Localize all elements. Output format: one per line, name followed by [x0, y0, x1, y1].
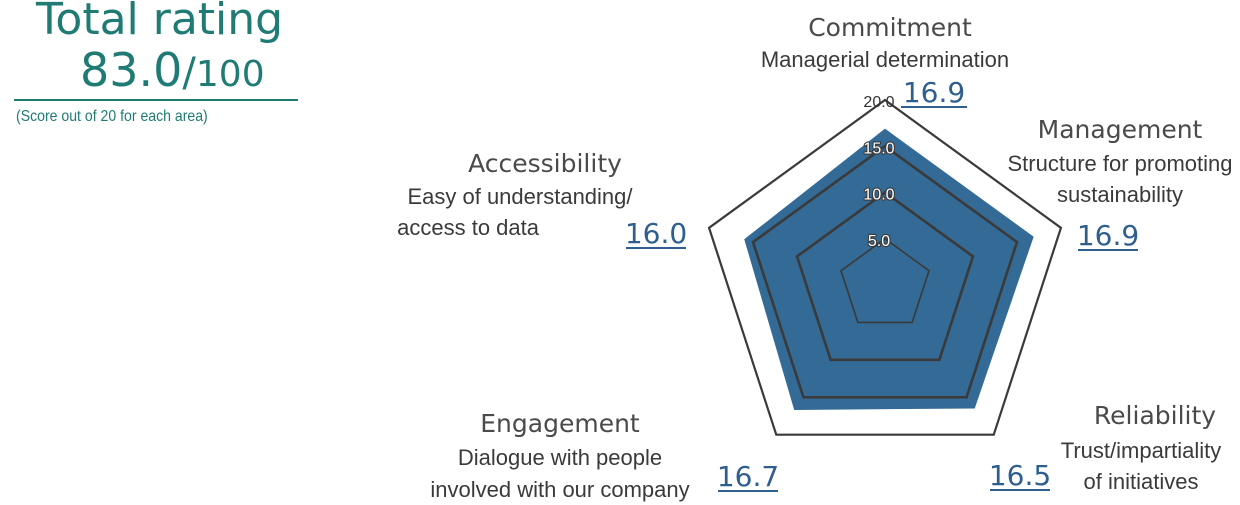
- axis-label-engagement: Engagement: [480, 409, 640, 438]
- axis-label-commitment: Commitment: [808, 13, 972, 42]
- total-rating-divider: [14, 99, 298, 101]
- tick-label: 15.0: [863, 140, 894, 157]
- total-score-slash: /: [182, 50, 196, 96]
- axis-description-reliability: Trust/impartiality: [1061, 438, 1222, 463]
- axis-description-engagement: involved with our company: [430, 477, 689, 502]
- axis-score-accessibility: 16.0: [625, 217, 687, 250]
- axis-label-accessibility: Accessibility: [468, 149, 622, 178]
- grid-ring-10: [795, 190, 975, 362]
- axis-description-engagement: Dialogue with people: [458, 445, 662, 470]
- axis-description-management: sustainability: [1057, 182, 1183, 207]
- total-score-value: 83.0: [80, 43, 183, 97]
- axis-description-commitment: Managerial determination: [761, 47, 1009, 72]
- total-rating-title: Total rating: [36, 0, 284, 45]
- data-area: [744, 128, 1034, 410]
- axis-label-reliability: Reliability: [1094, 401, 1216, 430]
- axis-description-reliability: of initiatives: [1084, 469, 1199, 494]
- axis-score-engagement: 16.7: [717, 460, 779, 493]
- tick-label: 20.0: [863, 94, 894, 111]
- total-score-max: 100: [195, 54, 265, 95]
- grid-ring-20: [707, 98, 1063, 436]
- axis-score-management: 16.9: [1077, 219, 1139, 252]
- axis-score-commitment: 16.9: [903, 76, 965, 109]
- tick-label: 10.0: [863, 187, 894, 204]
- grid-ring-5: [840, 237, 930, 324]
- total-rating-note: (Score out of 20 for each area): [16, 108, 208, 125]
- axis-label-management: Management: [1038, 115, 1203, 144]
- axis-description-accessibility: access to data: [397, 215, 540, 240]
- axis-description-accessibility: Easy of understanding/: [407, 184, 633, 209]
- axis-description-management: Structure for promoting: [1008, 151, 1233, 176]
- grid-ring-15: [751, 144, 1019, 399]
- axis-score-reliability: 16.5: [989, 459, 1051, 492]
- tick-label: 5.0: [868, 233, 890, 250]
- total-rating-score: 83.0/100: [80, 42, 265, 109]
